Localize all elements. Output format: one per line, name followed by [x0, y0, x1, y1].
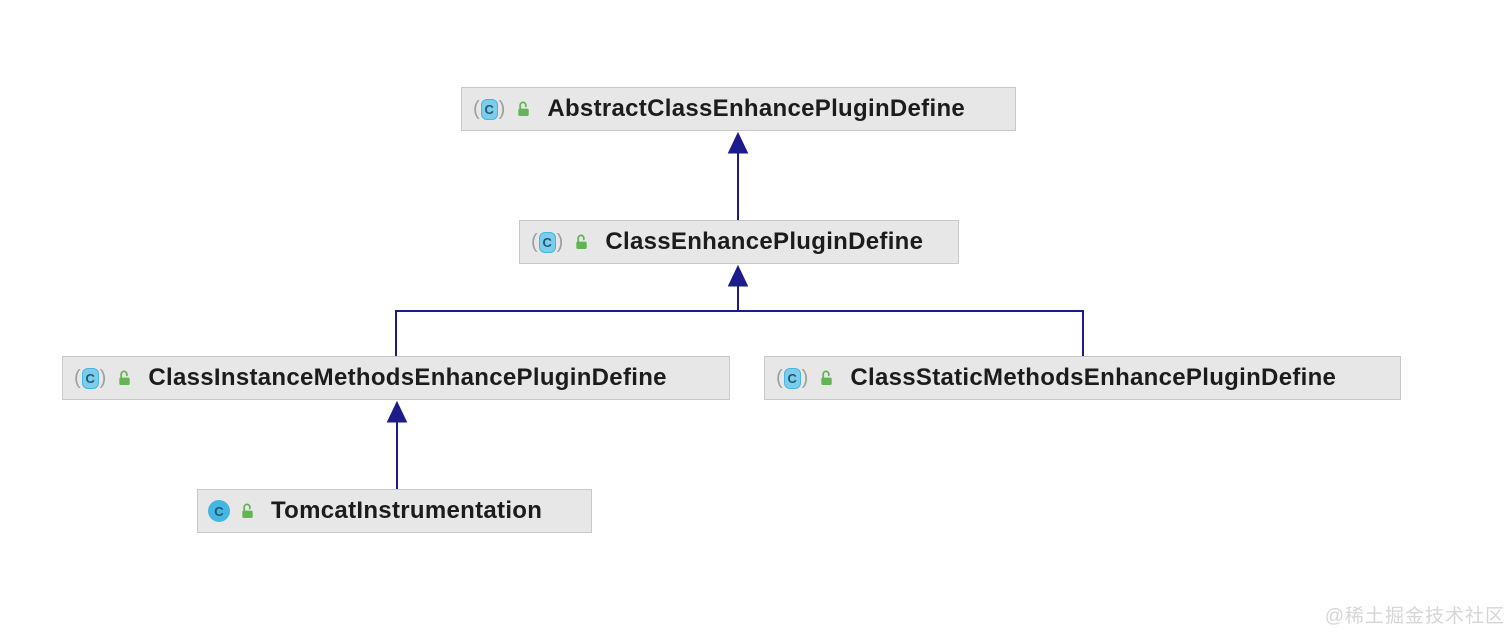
public-lock-icon [821, 370, 833, 385]
abstract-paren-close: ) [556, 231, 564, 253]
abstract-paren-close: ) [99, 367, 107, 389]
abstract-paren-open: ( [531, 231, 538, 253]
class-icon-letter: C [208, 500, 230, 522]
class-icon: C [208, 500, 230, 522]
public-lock-icon [242, 503, 253, 518]
class-name-label: ClassInstanceMethodsEnhancePluginDefine [148, 364, 667, 391]
abstract-class-icon: (C) [775, 367, 809, 389]
edge-children-extend-classenhance [395, 264, 1084, 356]
class-name-label: ClassEnhancePluginDefine [605, 228, 924, 255]
abstract-paren-close: ) [498, 98, 506, 120]
watermark: @稀土掘金技术社区 [1324, 606, 1505, 627]
public-lock-icon [119, 370, 131, 385]
class-name-label: ClassStaticMethodsEnhancePluginDefine [850, 364, 1337, 391]
class-icon-letter: C [538, 231, 556, 253]
edge-tomcat-extends-classinstance [386, 400, 408, 489]
edge-classenhance-extends-abstract [727, 131, 749, 220]
class-icon-letter: C [783, 367, 801, 389]
class-icon-letter: C [81, 367, 99, 389]
public-lock-icon [518, 101, 530, 116]
class-node-abstract-class-enhance-plugin-define[interactable]: (C) AbstractClassEnhancePluginDefine [461, 87, 1016, 131]
abstract-paren-open: ( [473, 98, 480, 120]
abstract-paren-open: ( [74, 367, 81, 389]
abstract-class-icon: (C) [530, 231, 564, 253]
class-name-label: TomcatInstrumentation [271, 497, 543, 524]
class-node-class-instance-methods-enhance-plugin-define[interactable]: (C) ClassInstanceMethodsEnhancePluginDef… [62, 356, 730, 400]
abstract-class-icon: (C) [472, 98, 506, 120]
abstract-paren-open: ( [776, 367, 783, 389]
class-name-label: AbstractClassEnhancePluginDefine [547, 95, 966, 122]
class-node-class-static-methods-enhance-plugin-define[interactable]: (C) ClassStaticMethodsEnhancePluginDefin… [764, 356, 1401, 400]
abstract-class-icon: (C) [73, 367, 107, 389]
class-node-class-enhance-plugin-define[interactable]: (C) ClassEnhancePluginDefine [519, 220, 959, 264]
class-node-tomcat-instrumentation[interactable]: C TomcatInstrumentation [197, 489, 592, 533]
abstract-paren-close: ) [801, 367, 809, 389]
class-icon-letter: C [480, 98, 498, 120]
public-lock-icon [576, 234, 588, 249]
